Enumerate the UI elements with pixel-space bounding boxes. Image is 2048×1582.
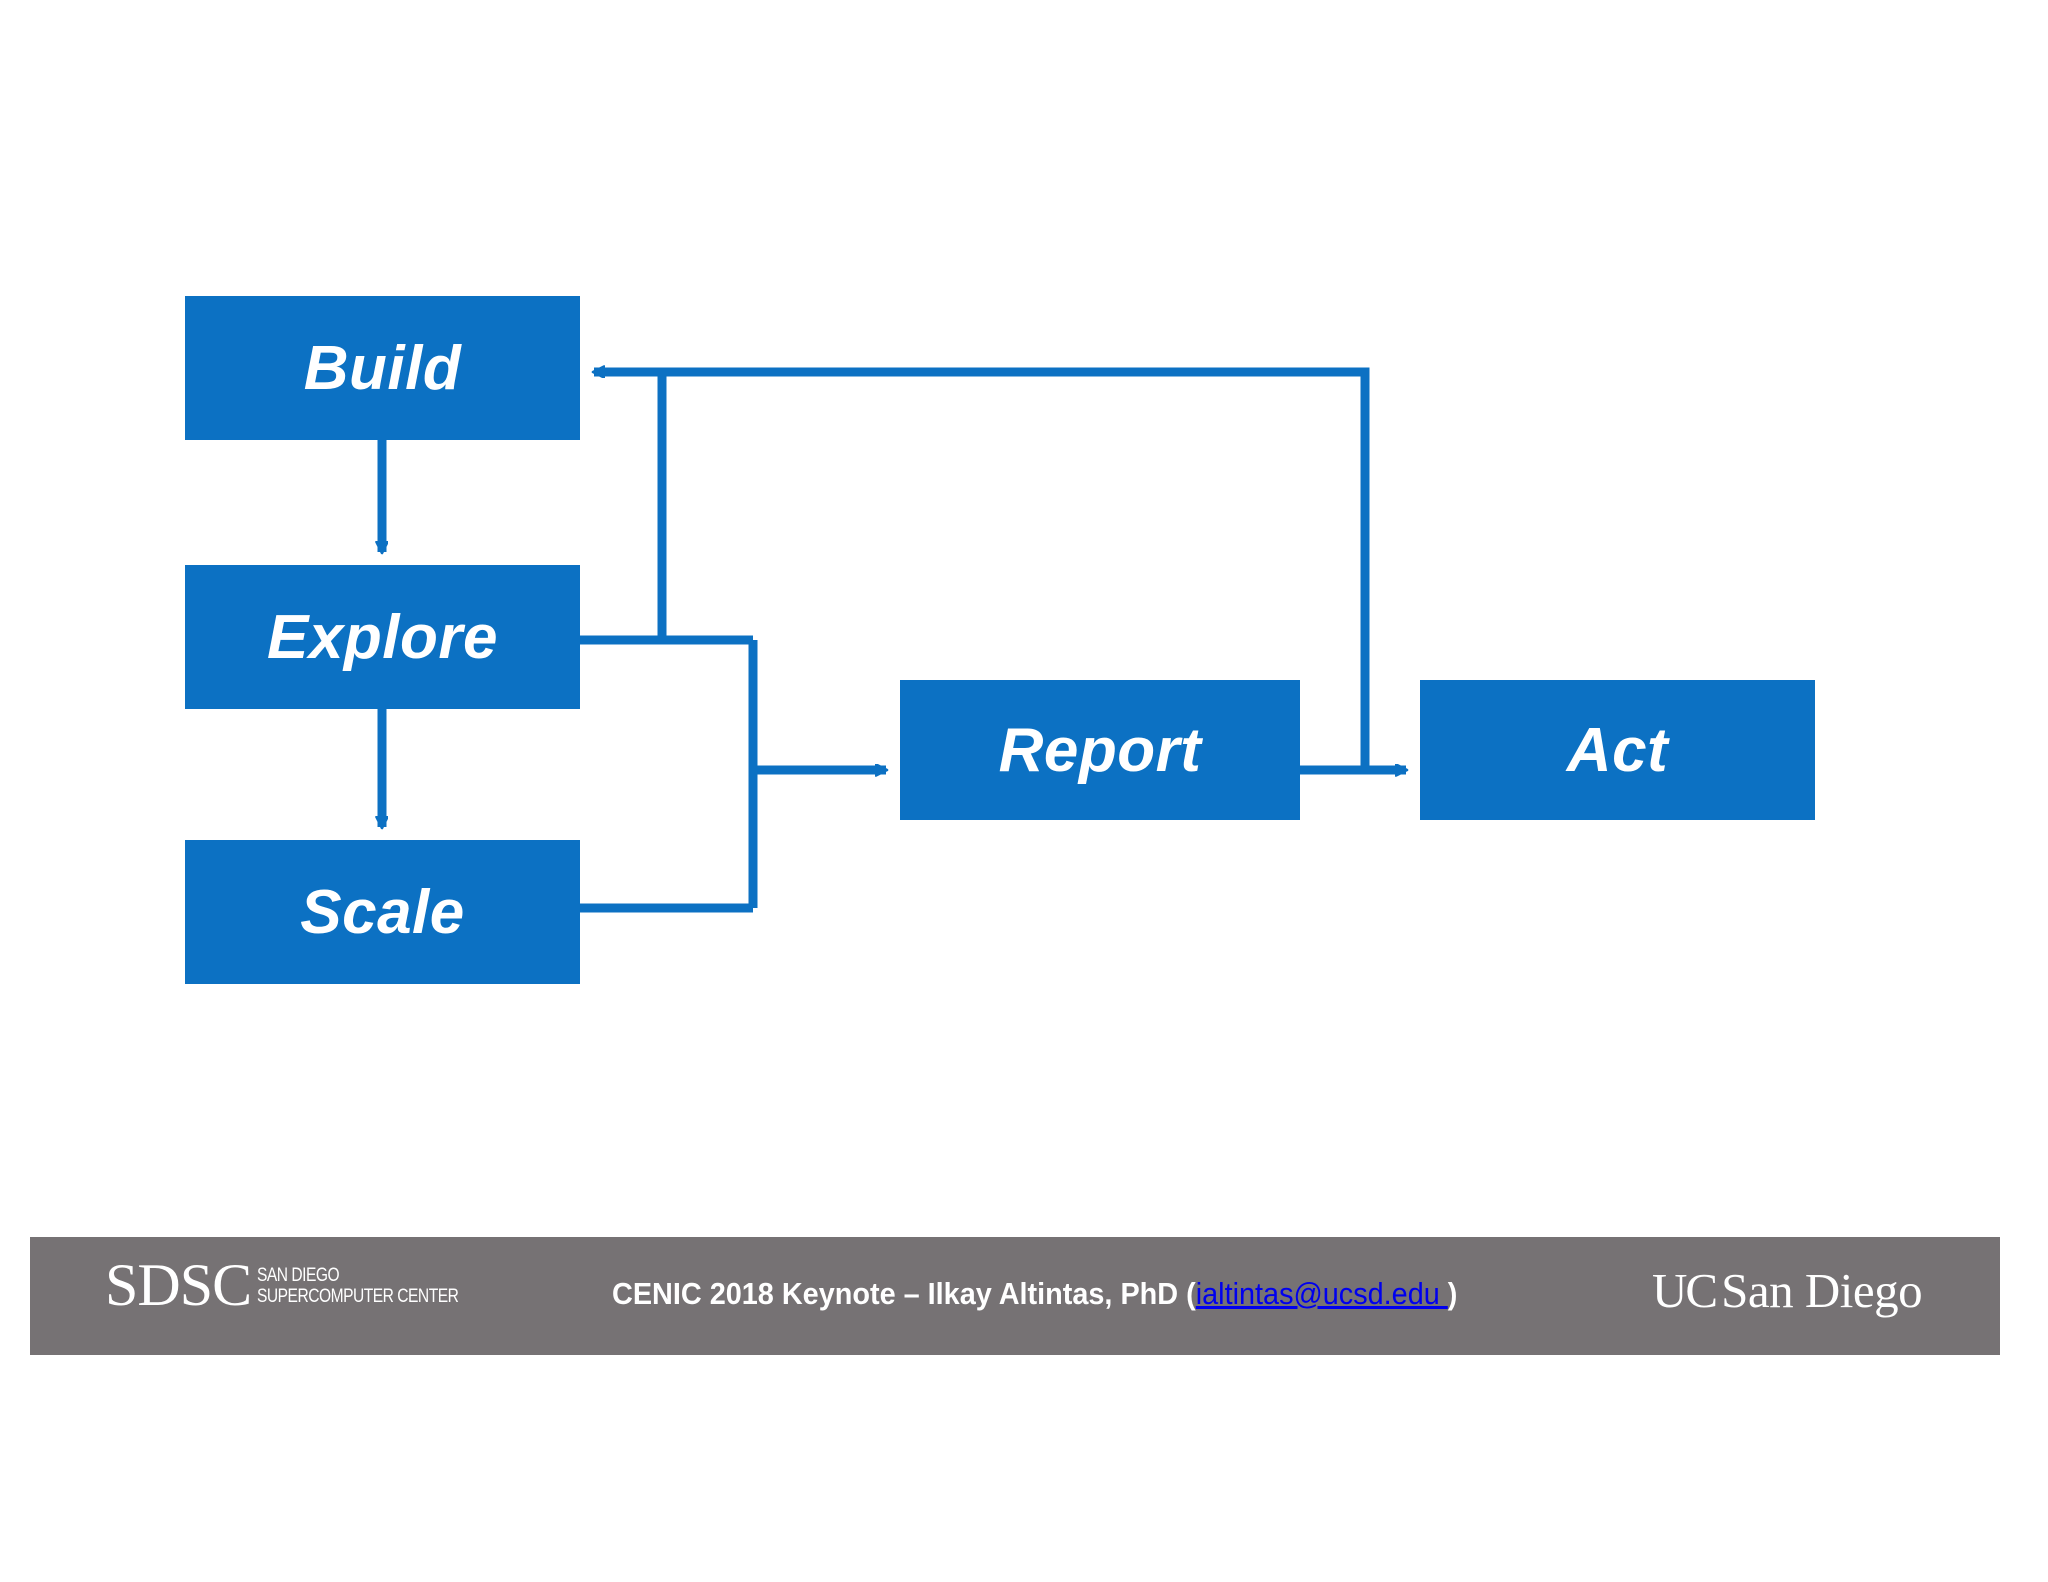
sdsc-tagline-line2: SUPERCOMPUTER CENTER <box>257 1285 459 1307</box>
footer-bar <box>30 1237 2000 1355</box>
sdsc-tagline-line1: SAN DIEGO <box>257 1265 340 1287</box>
node-report-rect[interactable] <box>900 680 1300 820</box>
sdsc-logo: SDSC SAN DIEGO SUPERCOMPUTER CENTER <box>105 1252 503 1318</box>
footer-credit-line: CENIC 2018 Keynote – Ilkay Altintas, PhD… <box>612 1276 1457 1312</box>
footer-credit-suffix: ) <box>1447 1276 1458 1311</box>
ucsd-logo-sandiego: San Diego <box>1721 1263 1923 1318</box>
sdsc-tagline: SAN DIEGO SUPERCOMPUTER CENTER <box>257 1265 459 1313</box>
node-act-rect[interactable] <box>1420 680 1815 820</box>
footer-credit-prefix: CENIC 2018 Keynote – Ilkay Altintas, PhD… <box>612 1276 1196 1311</box>
sdsc-wordmark: SDSC <box>105 1252 252 1318</box>
footer-email-link[interactable]: ialtintas@ucsd.edu <box>1195 1276 1448 1311</box>
ucsd-logo-uc: UC <box>1652 1263 1718 1318</box>
node-scale-rect[interactable] <box>185 840 580 984</box>
node-build-rect[interactable] <box>185 296 580 440</box>
edge-feedback-to-build <box>594 372 1370 770</box>
node-explore-rect[interactable] <box>185 565 580 709</box>
